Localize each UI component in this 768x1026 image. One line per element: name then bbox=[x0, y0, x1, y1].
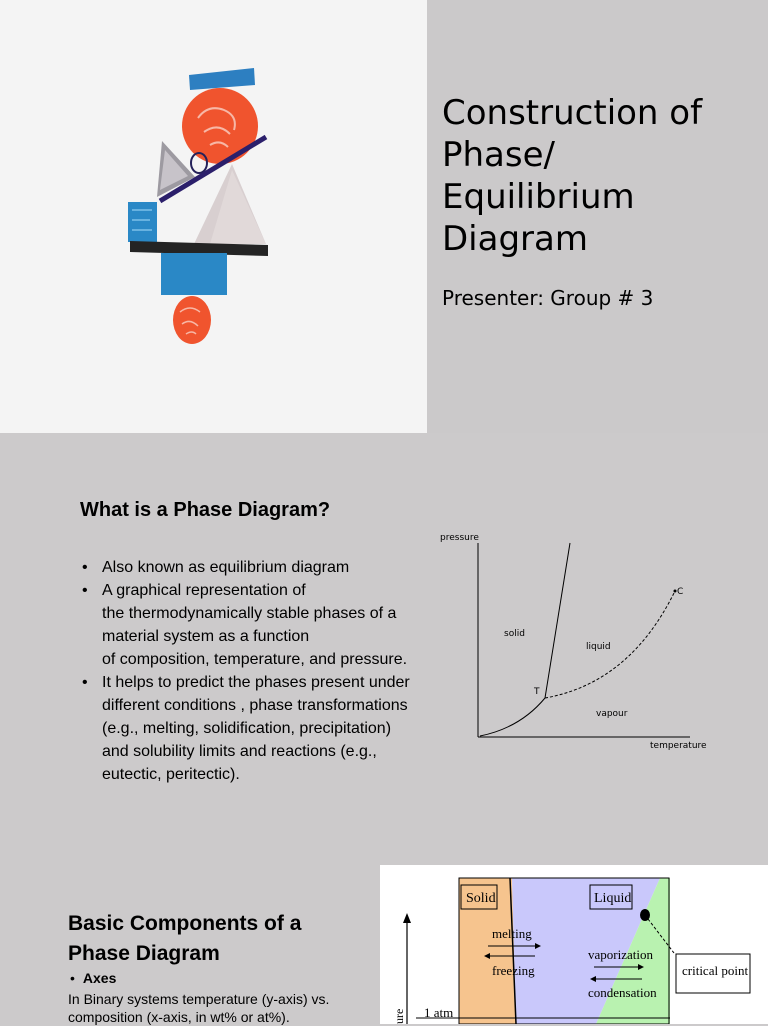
triple-point-label: T bbox=[533, 687, 540, 697]
bullet-item: A graphical representation of the thermo… bbox=[80, 579, 460, 671]
vapor-region bbox=[596, 878, 670, 1024]
critical-point-label: C bbox=[677, 587, 683, 597]
region-solid-label: solid bbox=[504, 629, 525, 639]
y-axis-label: ure bbox=[392, 1009, 406, 1024]
x-axis-label: temperature bbox=[650, 741, 707, 751]
one-atm-label: 1 atm bbox=[424, 1005, 453, 1020]
solid-region bbox=[459, 878, 516, 1024]
bullet-item: Also known as equilibrium diagram bbox=[80, 556, 460, 579]
region-liquid-label: liquid bbox=[586, 642, 611, 652]
sublimation-curve bbox=[479, 697, 546, 737]
condensation-label: condensation bbox=[588, 985, 657, 1000]
freezing-label: freezing bbox=[492, 963, 535, 978]
basic-components-slide: Basic Components of a Phase Diagram • Axe… bbox=[0, 865, 768, 1025]
vaporization-label: vaporization bbox=[588, 947, 653, 962]
vaporization-curve bbox=[544, 590, 676, 699]
region-vapour-label: vapour bbox=[596, 709, 628, 719]
balanced-shapes-illustration bbox=[128, 68, 268, 344]
phase-regions-figure: ure 1 atm Solid Liquid melting freezing … bbox=[380, 865, 768, 1024]
bullet-dot: • bbox=[70, 970, 75, 986]
bullet-list: Also known as equilibrium diagram A grap… bbox=[80, 556, 460, 786]
pressure-temperature-diagram: pressure temperature T C solid liquid va… bbox=[440, 533, 707, 751]
liquid-label-box bbox=[589, 884, 633, 910]
phase-diagram-definition-slide: What is a Phase Diagram? Also known as e… bbox=[0, 433, 768, 865]
critical-point-marker bbox=[673, 589, 677, 593]
slide-subtitle: Presenter: Group # 3 bbox=[442, 286, 654, 310]
y-axis-label: pressure bbox=[440, 533, 479, 543]
bullet-item: • Axes bbox=[70, 970, 116, 986]
melting-curve bbox=[544, 542, 571, 699]
melting-label: melting bbox=[492, 926, 532, 941]
bullet-item: It helps to predict the phases present u… bbox=[80, 671, 460, 786]
critical-point-leader bbox=[647, 918, 675, 954]
liquid-label: Liquid bbox=[594, 891, 631, 906]
solid-label: Solid bbox=[466, 891, 496, 906]
title-slide: Construction of Phase/ Equilibrium Diagr… bbox=[0, 0, 768, 433]
bullet-label: Axes bbox=[82, 970, 117, 986]
figure-frame bbox=[458, 877, 670, 1024]
melting-boundary bbox=[509, 877, 517, 1024]
critical-point-marker bbox=[640, 909, 650, 921]
critical-point-label: critical point bbox=[682, 963, 748, 978]
critical-point-box bbox=[675, 953, 751, 994]
liquid-region bbox=[512, 878, 660, 1024]
body-text: In Binary systems temperature (y-axis) v… bbox=[68, 991, 330, 1025]
title-illustration bbox=[0, 0, 427, 433]
slide-heading: Basic Components of a Phase Diagram bbox=[68, 912, 302, 965]
slide-title: Construction of Phase/ Equilibrium Diagr… bbox=[442, 93, 703, 259]
y-axis-arrowhead bbox=[403, 913, 411, 923]
slide-heading: What is a Phase Diagram? bbox=[80, 499, 331, 521]
solid-label-box bbox=[460, 884, 498, 910]
